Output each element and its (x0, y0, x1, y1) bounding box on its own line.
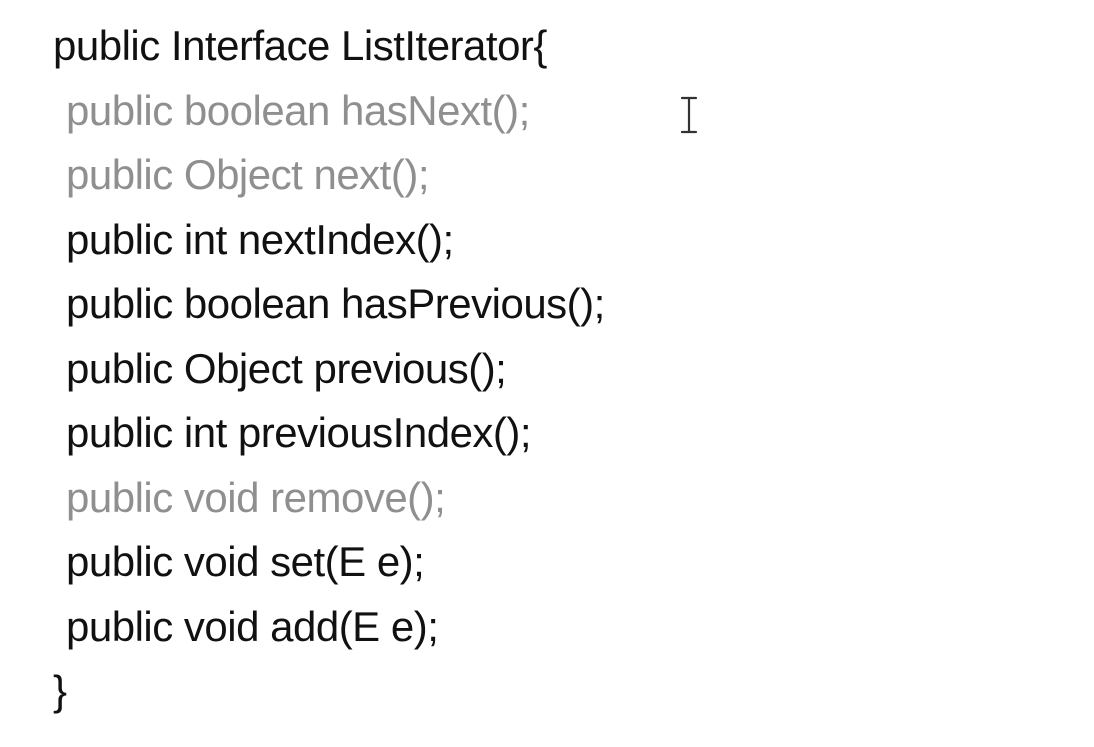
method-hasprevious: public boolean hasPrevious(); (66, 280, 605, 327)
code-block: public Interface ListIterator{ public bo… (53, 14, 605, 724)
method-add: public void add(E e); (66, 602, 439, 650)
closing-brace: } (53, 667, 67, 714)
method-nextindex: public int nextIndex(); (66, 215, 454, 263)
method-set: public void set(E e); (66, 538, 425, 585)
method-previous: public Object previous(); (66, 344, 507, 392)
interface-declaration: public Interface ListIterator{ (53, 22, 547, 69)
method-remove: public void remove(); (66, 473, 446, 521)
method-next: public Object next(); (66, 151, 429, 198)
text-cursor-icon (680, 96, 698, 134)
method-hasnext: public boolean hasNext(); (66, 86, 530, 134)
method-previousindex: public int previousIndex(); (66, 409, 532, 456)
